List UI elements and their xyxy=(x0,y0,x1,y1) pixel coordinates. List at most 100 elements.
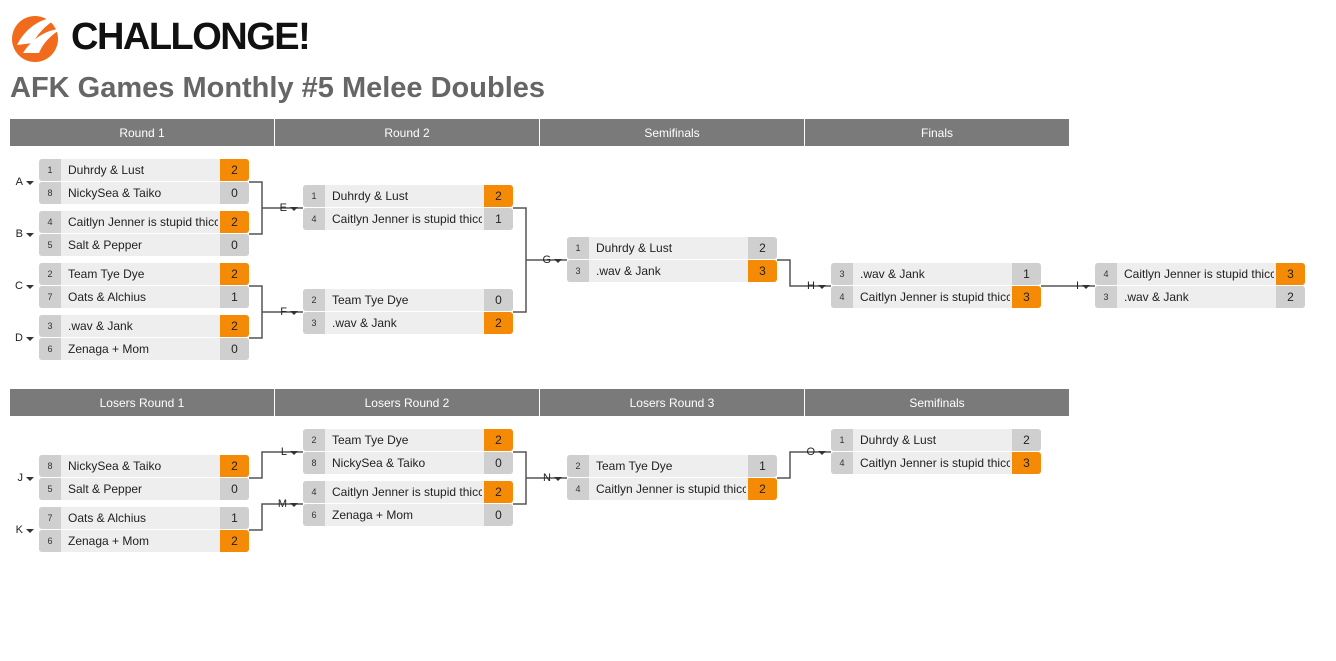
score: 3 xyxy=(1012,286,1041,308)
seed: 5 xyxy=(39,478,61,500)
match-identifier[interactable]: J xyxy=(13,471,39,485)
caret-down-icon xyxy=(818,450,826,455)
seed: 5 xyxy=(39,234,61,256)
round-header: Semifinals xyxy=(805,389,1069,416)
match-identifier[interactable]: H xyxy=(805,279,831,293)
match-identifier[interactable]: E xyxy=(277,201,303,215)
match-identifier[interactable]: F xyxy=(277,305,303,319)
seed: 3 xyxy=(567,260,589,282)
challonge-logo[interactable]: CHALLONGE! xyxy=(9,10,311,64)
seed: 4 xyxy=(831,452,853,474)
round-header: Losers Round 2 xyxy=(275,389,539,416)
match-identifier[interactable]: C xyxy=(13,279,39,293)
seed: 3 xyxy=(39,315,61,337)
score: 3 xyxy=(1276,263,1305,285)
participant-name: NickySea & Taiko xyxy=(68,186,162,200)
seed: 4 xyxy=(39,211,61,233)
participant-name: Team Tye Dye xyxy=(596,459,673,473)
match-identifier[interactable]: D xyxy=(13,331,39,345)
participant-name: Caitlyn Jenner is stupid thicc xyxy=(860,290,1010,304)
score: 1 xyxy=(1012,263,1041,285)
seed: 2 xyxy=(567,455,589,477)
seed: 7 xyxy=(39,286,61,308)
score: 2 xyxy=(220,455,249,477)
seed: 6 xyxy=(39,530,61,552)
score: 0 xyxy=(484,289,513,311)
match-identifier[interactable]: L xyxy=(277,445,303,459)
page-title: AFK Games Monthly #5 Melee Doubles xyxy=(10,72,546,104)
score: 0 xyxy=(484,504,513,526)
participant-name: Duhrdy & Lust xyxy=(596,241,673,255)
participant-name: Team Tye Dye xyxy=(68,267,145,281)
score: 2 xyxy=(748,237,777,259)
match-identifier[interactable]: B xyxy=(13,227,39,241)
match-identifier[interactable]: M xyxy=(277,497,303,511)
participant-name: Team Tye Dye xyxy=(332,293,409,307)
caret-down-icon xyxy=(26,336,34,341)
score: 3 xyxy=(1012,452,1041,474)
match-identifier[interactable]: N xyxy=(541,471,567,485)
participant-name: Zenaga + Mom xyxy=(68,342,150,356)
match-identifier[interactable]: A xyxy=(13,175,39,189)
match-identifier[interactable]: I xyxy=(1069,279,1095,293)
seed: 3 xyxy=(303,312,325,334)
score: 2 xyxy=(484,481,513,503)
logo-text: CHALLONGE! xyxy=(71,16,311,58)
participant-name: .wav & Jank xyxy=(1124,290,1189,304)
match-identifier[interactable]: G xyxy=(541,253,567,267)
participant-name: NickySea & Taiko xyxy=(68,459,162,473)
seed: 3 xyxy=(1095,286,1117,308)
score: 0 xyxy=(220,234,249,256)
participant-row[interactable]: 1 Duhrdy & Lust 2 xyxy=(567,237,777,259)
match-identifier[interactable]: O xyxy=(805,445,831,459)
match-identifier[interactable]: K xyxy=(13,523,39,537)
seed: 1 xyxy=(567,237,589,259)
round-header: Round 1 xyxy=(10,119,274,146)
seed: 4 xyxy=(303,208,325,230)
